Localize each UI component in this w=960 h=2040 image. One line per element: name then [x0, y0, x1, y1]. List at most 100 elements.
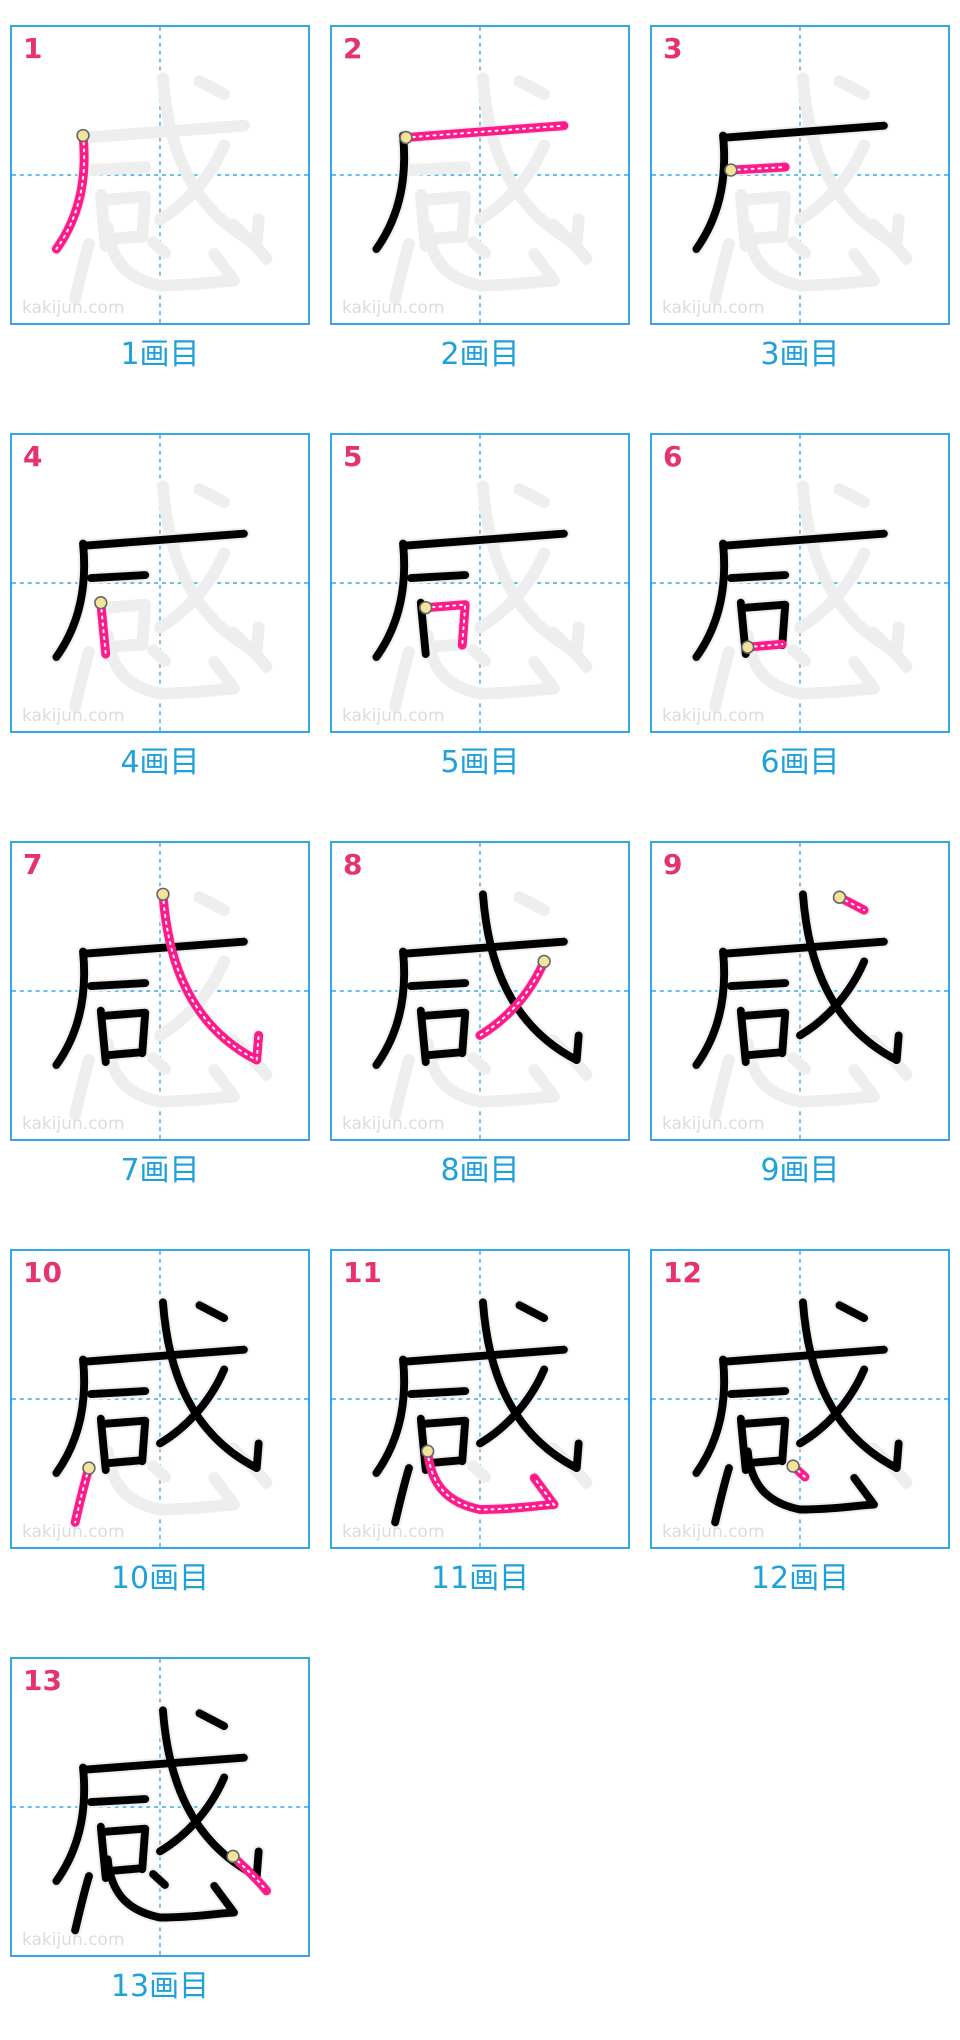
- current-stroke-dotted-guide: [426, 1450, 556, 1511]
- completed-stroke: [149, 1870, 169, 1889]
- completed-stroke: [82, 529, 248, 550]
- completed-strokes: [372, 890, 583, 1069]
- ghost-character: [370, 480, 593, 713]
- stroke-number: 5: [343, 440, 363, 473]
- watermark-text: kakijun.com: [22, 706, 125, 726]
- completed-stroke: [743, 1447, 878, 1514]
- stroke-caption: 9画目: [760, 1153, 840, 1188]
- stroke-step-frame: 12 kakijun.com: [650, 1249, 950, 1549]
- completed-stroke: [722, 121, 888, 142]
- stroke-start-marker: [399, 130, 413, 145]
- stroke-step-diagram: [652, 843, 948, 1139]
- completed-strokes: [52, 1298, 263, 1477]
- completed-stroke: [692, 1355, 729, 1477]
- stroke-start-marker: [537, 954, 551, 969]
- completed-stroke: [86, 979, 150, 991]
- watermark-text: kakijun.com: [662, 1522, 765, 1542]
- completed-stroke: [372, 539, 409, 661]
- completed-stroke: [156, 1365, 229, 1448]
- completed-strokes: [692, 890, 903, 1069]
- completed-stroke: [741, 1008, 790, 1058]
- completed-stroke: [101, 1008, 150, 1058]
- stroke-step-diagram: [12, 27, 308, 323]
- completed-stroke: [372, 947, 409, 1069]
- stroke-number: 3: [663, 32, 683, 65]
- watermark-text: kakijun.com: [342, 298, 445, 318]
- stroke-start-marker: [832, 890, 847, 904]
- completed-stroke: [726, 979, 790, 991]
- completed-stroke: [799, 1298, 903, 1473]
- completed-stroke: [71, 1872, 93, 1935]
- stroke-step-frame: 5 kakijun.com: [330, 433, 630, 733]
- stroke-number: 13: [23, 1664, 62, 1697]
- ghost-character: [690, 888, 913, 1121]
- current-stroke-dotted-guide: [838, 896, 866, 912]
- ghost-character: [50, 1296, 273, 1529]
- ghost-character: [370, 72, 593, 305]
- watermark-text: kakijun.com: [662, 706, 765, 726]
- ghost-character: [690, 480, 913, 713]
- completed-strokes: [372, 529, 568, 661]
- stroke-caption: 8画目: [440, 1153, 520, 1188]
- completed-stroke: [743, 1456, 787, 1468]
- stroke-caption: 1画目: [120, 337, 200, 372]
- stroke-start-marker: [419, 600, 433, 615]
- watermark-text: kakijun.com: [22, 298, 125, 318]
- completed-strokes: [692, 529, 888, 661]
- stroke-start-marker: [76, 128, 90, 143]
- completed-stroke: [195, 1301, 229, 1323]
- completed-stroke: [101, 1416, 150, 1466]
- watermark-text: kakijun.com: [662, 298, 765, 318]
- stroke-caption: 10画目: [110, 1561, 210, 1596]
- ghost-character: [690, 1296, 913, 1529]
- stroke-caption: 5画目: [440, 745, 520, 780]
- completed-strokes: [52, 529, 248, 661]
- stroke-number: 12: [663, 1256, 702, 1289]
- stroke-start-marker: [94, 596, 108, 610]
- stroke-start-marker: [724, 163, 738, 177]
- completed-stroke: [402, 937, 568, 958]
- watermark-text: kakijun.com: [342, 706, 445, 726]
- completed-stroke: [406, 1387, 470, 1399]
- stroke-number: 6: [663, 440, 683, 473]
- completed-strokes: [372, 1298, 583, 1527]
- stroke-caption: 6画目: [760, 745, 840, 780]
- completed-stroke: [421, 1416, 470, 1466]
- ghost-character: [370, 888, 593, 1121]
- completed-stroke: [726, 1387, 790, 1399]
- completed-stroke: [421, 1008, 470, 1058]
- ghost-character: [50, 480, 273, 713]
- completed-stroke: [743, 1048, 787, 1060]
- completed-stroke: [796, 957, 869, 1040]
- completed-stroke: [692, 539, 729, 661]
- ghost-character: [50, 1704, 273, 1937]
- stroke-step-diagram: [12, 1251, 308, 1547]
- completed-stroke: [103, 1456, 147, 1468]
- completed-stroke: [103, 1855, 238, 1922]
- stroke-step-diagram: [332, 1251, 628, 1547]
- completed-stroke: [86, 1387, 150, 1399]
- stroke-number: 10: [23, 1256, 62, 1289]
- completed-stroke: [156, 1773, 229, 1856]
- completed-stroke: [402, 1345, 568, 1366]
- watermark-text: kakijun.com: [342, 1114, 445, 1134]
- completed-stroke: [52, 1355, 89, 1477]
- completed-stroke: [103, 1048, 147, 1060]
- completed-strokes: [692, 121, 888, 253]
- completed-stroke: [103, 1864, 147, 1876]
- completed-stroke: [82, 1753, 248, 1774]
- current-stroke-dotted-guide: [729, 166, 787, 172]
- stroke-start-marker: [156, 887, 170, 902]
- completed-stroke: [835, 1301, 869, 1323]
- completed-stroke: [479, 890, 583, 1065]
